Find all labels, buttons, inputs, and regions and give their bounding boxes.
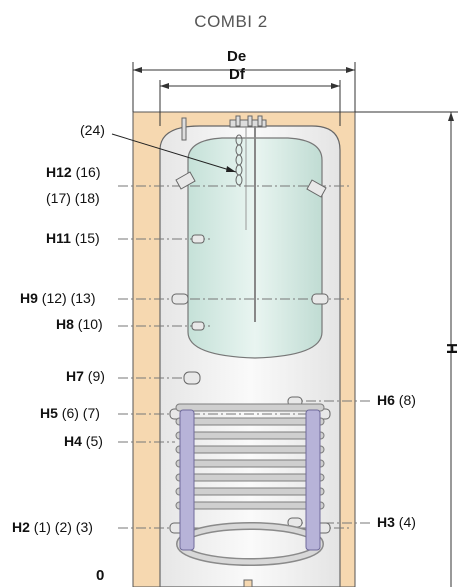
label-h6: H6 (8) bbox=[377, 392, 416, 408]
diagram-title: COMBI 2 bbox=[194, 12, 268, 31]
label-h2: H2 (1) (2) (3) bbox=[12, 519, 93, 535]
label-h12-refs-secondary: (17) (18) bbox=[46, 190, 100, 206]
heat-exchanger-coil bbox=[175, 403, 325, 510]
label-h6-refs: (8) bbox=[398, 392, 416, 408]
label-h7: H7 (9) bbox=[66, 368, 105, 384]
label-h9: H9 (12) (13) bbox=[20, 290, 95, 306]
nozzle-h7 bbox=[183, 371, 201, 385]
label-h6-id: H6 bbox=[377, 392, 395, 408]
coil-clamps bbox=[179, 409, 321, 551]
label-h3-id: H3 bbox=[377, 514, 395, 530]
label-h7-refs: (9) bbox=[87, 368, 105, 384]
nozzle-h8 bbox=[191, 321, 205, 331]
label-h5-refs: (6) (7) bbox=[61, 405, 100, 421]
label-h12-refs: (16) bbox=[75, 164, 101, 180]
nozzle-h12-left bbox=[175, 171, 196, 190]
label-h2-id: H2 bbox=[12, 519, 30, 535]
label-h9-id: H9 bbox=[20, 290, 38, 306]
label-h3: H3 (4) bbox=[377, 514, 416, 530]
label-h4: H4 (5) bbox=[64, 433, 103, 449]
top-pipe bbox=[181, 117, 187, 141]
label-h7-id: H7 bbox=[66, 368, 84, 384]
df-label: Df bbox=[229, 66, 245, 83]
label-h11-id: H11 bbox=[46, 230, 71, 246]
callout-leader bbox=[111, 133, 237, 173]
nozzle-h11 bbox=[191, 234, 205, 244]
label-h5: H5 (6) (7) bbox=[40, 405, 100, 421]
label-h9-refs: (12) (13) bbox=[41, 290, 96, 306]
height-label: H bbox=[442, 343, 460, 354]
callout-24: (24) bbox=[80, 122, 105, 138]
label-h5-id: H5 bbox=[40, 405, 58, 421]
label-h3-refs: (4) bbox=[398, 514, 416, 530]
label-h8-id: H8 bbox=[56, 316, 74, 332]
label-h11-refs: (15) bbox=[74, 230, 100, 246]
label-h4-id: H4 bbox=[64, 433, 82, 449]
base-label: 0 bbox=[96, 567, 105, 584]
anode-chain bbox=[235, 134, 243, 186]
nozzle-h12-right bbox=[306, 179, 327, 198]
label-h4-refs: (5) bbox=[85, 433, 103, 449]
label-h12-id: H12 bbox=[46, 164, 72, 180]
label-h11: H11 (15) bbox=[46, 230, 100, 246]
nozzle-h9-left bbox=[171, 293, 189, 305]
label-h12: H12 (16) bbox=[46, 164, 100, 180]
nozzle-h9-right bbox=[311, 293, 329, 305]
label-h8: H8 (10) bbox=[56, 316, 103, 332]
label-h2-refs: (1) (2) (3) bbox=[33, 519, 93, 535]
base-foot bbox=[243, 579, 253, 587]
de-label: De bbox=[227, 48, 247, 65]
label-h8-refs: (10) bbox=[77, 316, 103, 332]
